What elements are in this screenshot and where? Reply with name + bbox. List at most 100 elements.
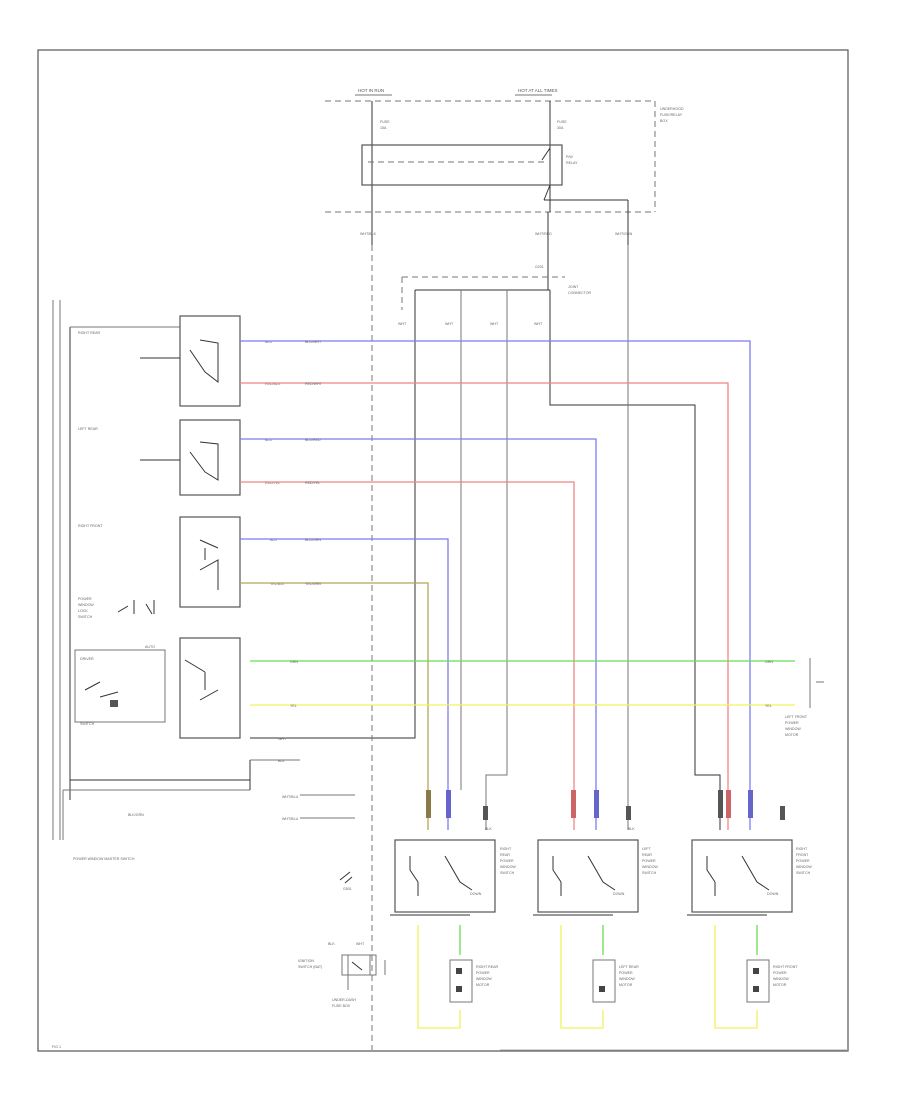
relay-label-2: RELAY bbox=[566, 161, 578, 165]
ground-label: G501 bbox=[343, 887, 352, 891]
switch-connector-bars bbox=[426, 790, 785, 820]
top-wire-code-3: WHT/GRN bbox=[615, 232, 633, 236]
vertical-wire-code-2: WHT bbox=[445, 322, 454, 326]
motor-loop-lr-yellow bbox=[560, 925, 604, 1029]
master-right-front-switch bbox=[179, 516, 241, 608]
joint-connector bbox=[401, 276, 565, 310]
relay-label-1: P/W bbox=[566, 155, 573, 159]
lock-label-1: POWER bbox=[78, 597, 92, 601]
colored-wire-label-7: GRN bbox=[290, 660, 298, 664]
motor-rr-name-2: POWER bbox=[476, 971, 490, 975]
top-label-right: HOT AT ALL TIMES bbox=[518, 88, 558, 93]
corner-tag: FIG 1 bbox=[52, 1045, 61, 1049]
master-wire-left-rear-2: RED/YEL bbox=[265, 481, 280, 485]
fuse-right-line-2: 30A bbox=[557, 126, 564, 130]
motor-terminals bbox=[456, 968, 759, 992]
lock-label-3: LOCK bbox=[78, 609, 88, 613]
ws-rf-name-1: RIGHT bbox=[796, 847, 808, 851]
motor-lr bbox=[592, 959, 616, 1003]
ws-rr-name-3: POWER bbox=[500, 859, 514, 863]
colored-wire-label-3: BLU/RED bbox=[305, 438, 321, 442]
in-switch-label: BLK/GRN bbox=[128, 813, 144, 817]
master-left-rear-switch bbox=[179, 419, 241, 496]
ws-rr-name-4: WINDOW bbox=[500, 865, 516, 869]
colored-wire-label-8: YEL bbox=[290, 704, 297, 708]
colored-wire-label-4: RED/YEL bbox=[305, 481, 320, 485]
master-switch-frame bbox=[52, 300, 251, 840]
motor-lr-name-2: POWER bbox=[619, 971, 633, 975]
window-switch-contacts bbox=[390, 855, 770, 916]
ignition-label-1: IGNITION bbox=[298, 959, 314, 963]
motor-loop-rf-yellow bbox=[714, 925, 758, 1029]
side-wire-2: BLK bbox=[278, 759, 285, 763]
lock-label-2: WINDOW bbox=[78, 603, 94, 607]
colored-wire-label-5: BLU/GRN bbox=[305, 538, 321, 542]
ignition-code-1: BLK bbox=[328, 942, 335, 946]
motor-rf-name-4: MOTOR bbox=[773, 983, 787, 987]
vertical-wire-code-3: WHT bbox=[490, 322, 499, 326]
fuse-relay-box bbox=[325, 100, 656, 213]
wire-red-right-rear bbox=[240, 382, 729, 830]
motor-rf-name-3: WINDOW bbox=[773, 977, 789, 981]
right-connector-label-3: WINDOW bbox=[785, 727, 801, 731]
fuse-box-label-3: BOX bbox=[660, 119, 668, 123]
master-wire-left-rear-1: BLU bbox=[265, 438, 272, 442]
side-wire-4: WHT/BLU bbox=[282, 817, 299, 821]
side-wire-3: WHT/BLU bbox=[282, 795, 299, 799]
motor-lr-name-4: MOTOR bbox=[619, 983, 633, 987]
motor-rf-name-1: RIGHT FRONT bbox=[773, 965, 798, 969]
motor-rr-name-1: RIGHT REAR bbox=[476, 965, 499, 969]
master-section-right-rear: RIGHT REAR bbox=[78, 331, 101, 335]
colored-wire-label-9: GRN bbox=[765, 660, 773, 664]
top-wire-code-2: WHT/RED bbox=[535, 232, 552, 236]
joint-connector-label-1: JOINT bbox=[568, 285, 579, 289]
master-wire-right-front-2: YEL/BLK bbox=[270, 582, 285, 586]
wire-blue-right-front bbox=[240, 538, 449, 830]
ws-lr-sub: DOWN bbox=[613, 892, 625, 896]
colored-wire-label-1: BLU/WHT bbox=[305, 340, 322, 344]
under-dash-label-1: UNDER-DASH bbox=[332, 998, 356, 1002]
relay-box bbox=[361, 144, 563, 186]
top-wire-code-1: WHT/BLK bbox=[360, 232, 377, 236]
master-wire-right-rear-2: RED/BLK bbox=[265, 382, 281, 386]
ws-rf-name-2: FRONT bbox=[796, 853, 809, 857]
ws-lr-name-5: SWITCH bbox=[642, 871, 657, 875]
master-switch-contacts bbox=[84, 339, 219, 701]
right-connector-label-2: POWER bbox=[785, 721, 799, 725]
motor-rr-name-3: WINDOW bbox=[476, 977, 492, 981]
under-dash-label-2: FUSE BOX bbox=[332, 1004, 351, 1008]
colored-wire-label-10: YEL bbox=[765, 704, 772, 708]
motor-rr bbox=[449, 959, 473, 1003]
fuse-left-line-2: 15A bbox=[380, 126, 387, 130]
fuse-left-line-1: FUSE bbox=[380, 120, 390, 124]
ws-rr-name-2: REAR bbox=[500, 853, 510, 857]
master-wire-right-front-1: BLU bbox=[270, 538, 277, 542]
lock-switch-icon bbox=[117, 600, 155, 615]
joint-connector-label-2: CONNECTOR bbox=[568, 291, 591, 295]
master-switch-caption: POWER WINDOW MASTER SWITCH bbox=[73, 857, 135, 861]
wire-blue-left-rear bbox=[240, 438, 597, 830]
master-right-rear-switch bbox=[179, 315, 241, 407]
gnd-label-2: BLK bbox=[628, 827, 635, 831]
master-section-right-front: RIGHT FRONT bbox=[78, 524, 103, 528]
right-front-window-switch bbox=[691, 839, 793, 913]
motor-lr-name-3: WINDOW bbox=[619, 977, 635, 981]
ws-rr-sub: DOWN bbox=[470, 892, 482, 896]
ws-lr-name-4: WINDOW bbox=[642, 865, 658, 869]
ws-rf-name-5: SWITCH bbox=[796, 871, 811, 875]
motor-rr-name-4: MOTOR bbox=[476, 983, 490, 987]
right-connector-label-1: LEFT FRONT bbox=[785, 715, 808, 719]
side-wire-1: WHT bbox=[278, 737, 287, 741]
lock-label-4: SWITCH bbox=[78, 615, 93, 619]
fuse-right-line-1: FUSE bbox=[557, 120, 567, 124]
driver-section-label-1: DRIVER bbox=[80, 657, 94, 661]
ws-lr-name-3: POWER bbox=[642, 859, 656, 863]
motor-rf bbox=[746, 959, 770, 1003]
junction-label: G201 bbox=[535, 265, 544, 269]
motor-rf-name-2: POWER bbox=[773, 971, 787, 975]
top-label-left: HOT IN RUN bbox=[358, 88, 384, 93]
ws-lr-name-2: REAR bbox=[642, 853, 652, 857]
diagram-border bbox=[37, 49, 849, 1052]
ignition-code-2: WHT bbox=[356, 942, 365, 946]
